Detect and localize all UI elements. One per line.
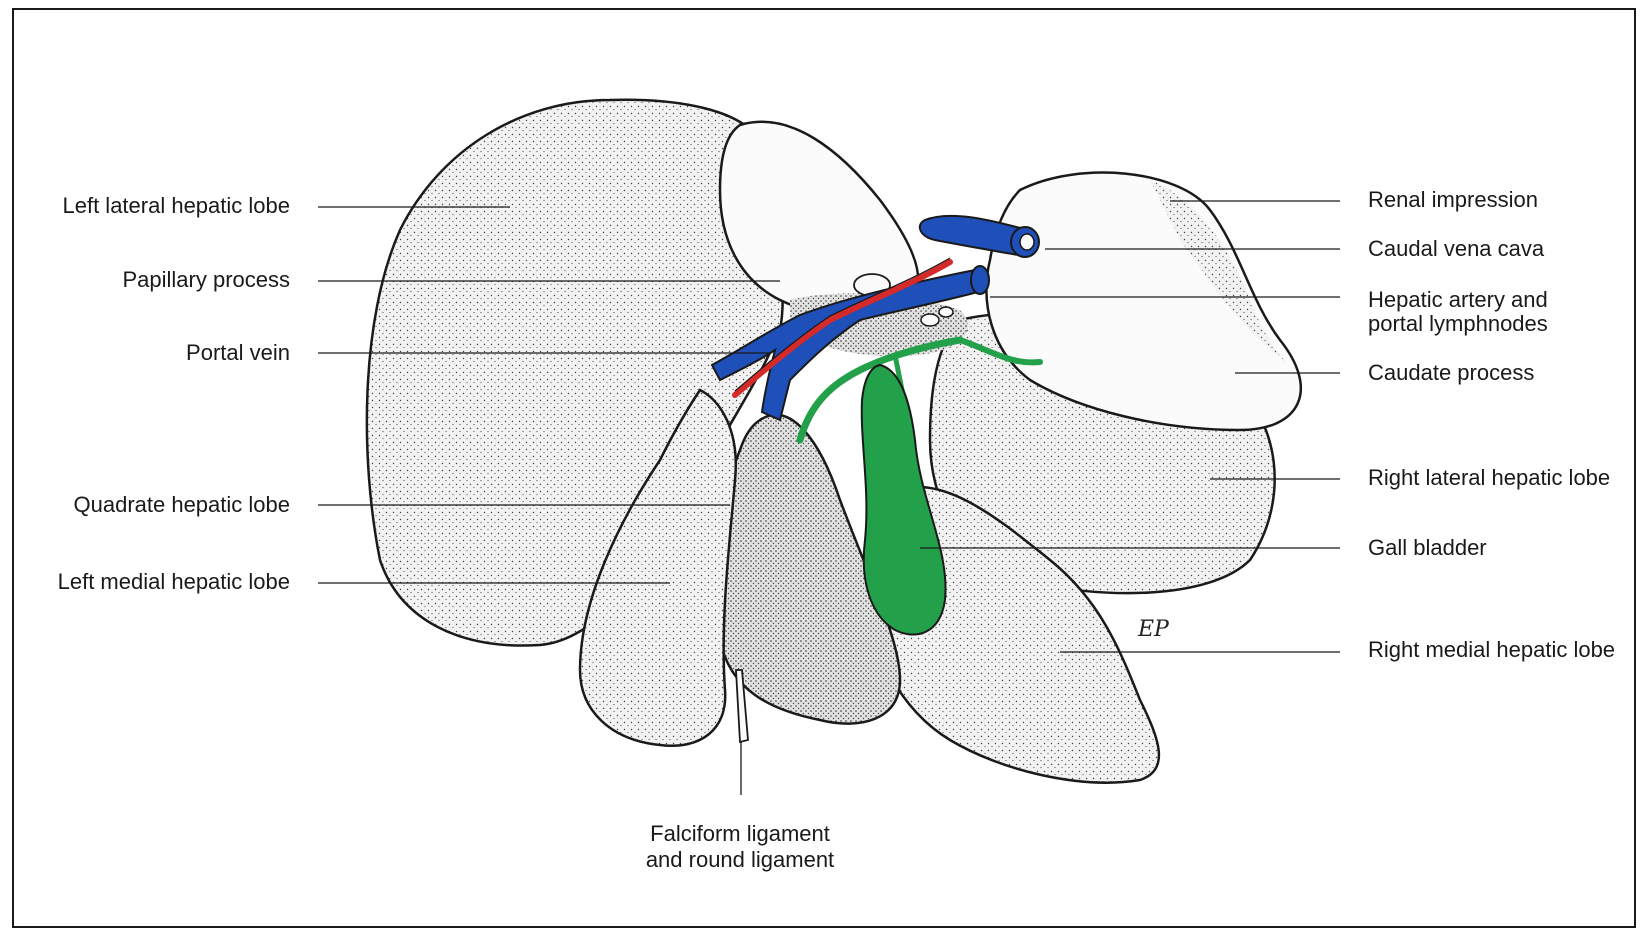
- label-gall-bladder: Gall bladder: [1368, 536, 1487, 560]
- portal-lymph-node: [939, 307, 953, 317]
- label-left-lateral-hepatic-lobe: Left lateral hepatic lobe: [30, 194, 290, 218]
- label-renal-impression: Renal impression: [1368, 188, 1538, 212]
- label-right-lateral-hepatic-lobe: Right lateral hepatic lobe: [1368, 466, 1610, 490]
- label-falciform-line2: and round ligament: [620, 848, 860, 872]
- label-right-medial-hepatic-lobe: Right medial hepatic lobe: [1368, 638, 1615, 662]
- label-hepatic-artery-line2: portal lymphnodes: [1368, 312, 1548, 336]
- label-quadrate-hepatic-lobe: Quadrate hepatic lobe: [30, 493, 290, 517]
- label-portal-vein: Portal vein: [30, 341, 290, 365]
- label-hepatic-artery-line1: Hepatic artery and: [1368, 288, 1548, 312]
- label-left-medial-hepatic-lobe: Left medial hepatic lobe: [30, 570, 290, 594]
- label-caudate-process: Caudate process: [1368, 361, 1534, 385]
- artist-signature: EP: [1138, 617, 1169, 642]
- portal-lymph-node: [921, 314, 939, 326]
- label-papillary-process: Papillary process: [30, 268, 290, 292]
- label-falciform-line1: Falciform ligament: [620, 822, 860, 846]
- vena-cava-lumen: [1020, 234, 1034, 250]
- label-caudal-vena-cava: Caudal vena cava: [1368, 237, 1544, 261]
- portal-vein-opening: [971, 266, 989, 294]
